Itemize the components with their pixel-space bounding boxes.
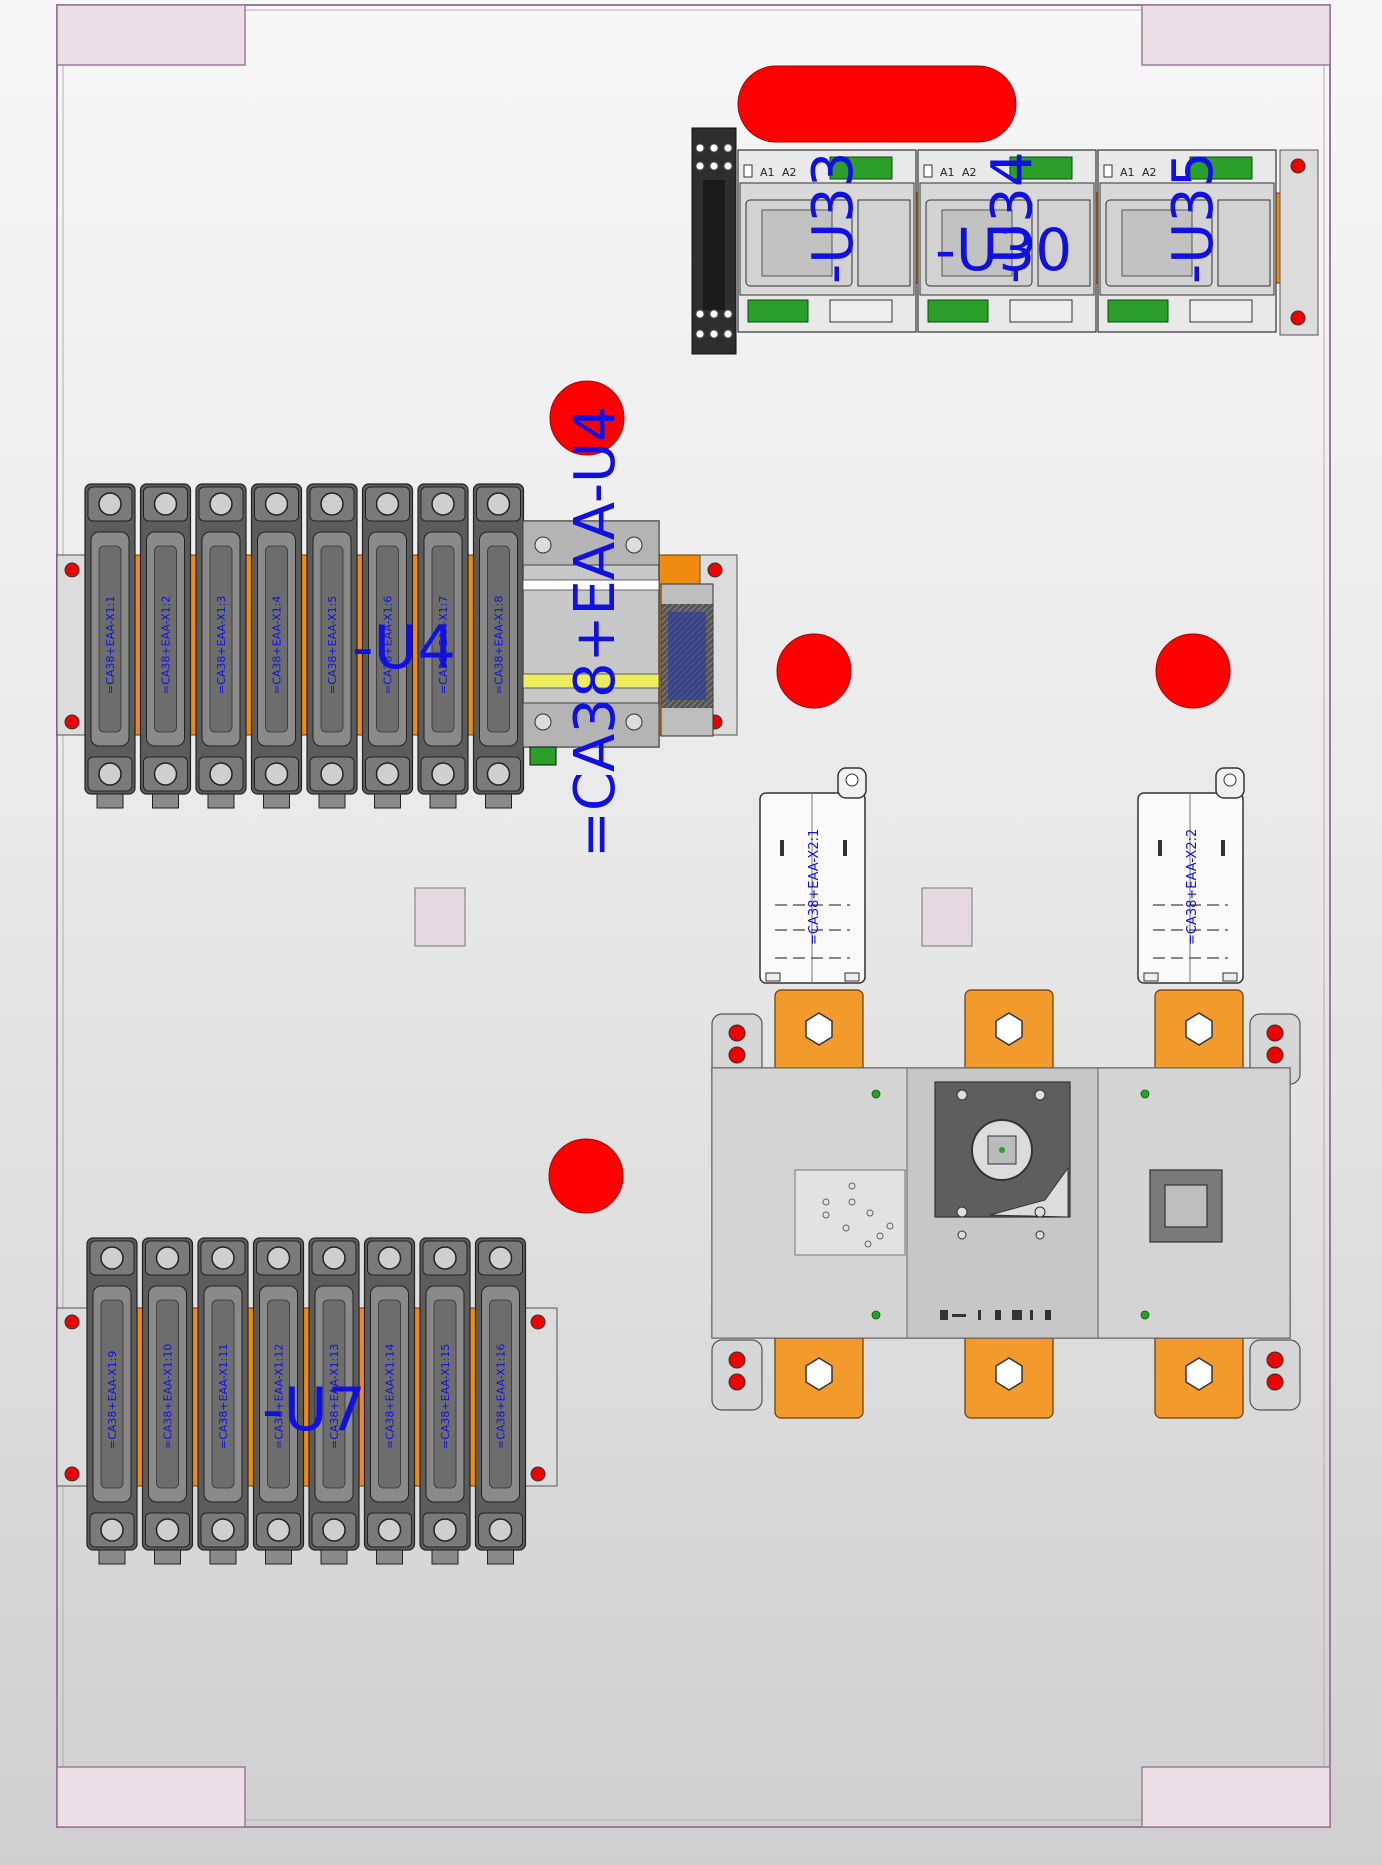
fuse-group-u4: =CA38+EAA-X1:1 =CA38+EAA-X1:2 =CA38+EAA-X1… <box>56 406 738 858</box>
red-marker-oval <box>737 65 1017 143</box>
red-markers <box>548 65 1231 1214</box>
mounting-plate <box>56 4 1331 1828</box>
group-label-u7: -U7 <box>262 1375 366 1445</box>
fuse-holder: =CA38+EAA-X1:16 <box>474 1237 527 1565</box>
relay-terminal-a2: A2 <box>962 166 977 179</box>
relay-terminal-a2: A2 <box>1142 166 1157 179</box>
red-marker-dot <box>776 633 852 709</box>
fuse-holder: =CA38+EAA-X1:15 <box>419 1237 471 1565</box>
fuse-label: =CA38+EAA-X1:7 <box>437 596 450 694</box>
red-marker-dot <box>549 380 625 456</box>
fuse-label: =CA38+EAA-X1:16 <box>495 1344 508 1449</box>
fuse-label: =CA38+EAA-X1:9 <box>106 1351 119 1449</box>
relay-terminal-a1: A1 <box>760 166 775 179</box>
fuse-holder: =CA38+EAA-X1:9 <box>86 1237 138 1565</box>
corner-mount-top-left <box>56 4 246 66</box>
fuse-holder: =CA38+EAA-X1:6 <box>361 483 414 809</box>
fuse-label: =CA38+EAA-X1:1 <box>104 596 117 694</box>
corner-mount-top-right <box>1141 4 1331 66</box>
relay-module: A1 A2 <box>737 149 917 333</box>
fuse-holder: =CA38+EAA-X1:10 <box>141 1237 194 1565</box>
fuse-label: =CA38+EAA-X1:5 <box>326 596 339 694</box>
fuse-label: =CA38+EAA-X1:12 <box>273 1344 286 1449</box>
fuse-holder: =CA38+EAA-X1:7 <box>417 483 469 809</box>
cutout-right <box>921 887 973 947</box>
power-supply-module <box>522 520 660 766</box>
corner-mount-bottom-left <box>56 1766 246 1828</box>
relay-module: A1 A2 <box>1097 149 1277 333</box>
fuse-label: =CA38+EAA-X1:13 <box>328 1344 341 1449</box>
relay-label-u34: -U34 <box>980 152 1045 284</box>
fuse-holder: =CA38+EAA-X1:13 <box>308 1237 360 1565</box>
cutout-left <box>414 887 466 947</box>
relay-label-u33: -U33 <box>801 152 866 284</box>
fuse-label: =CA38+EAA-X1:3 <box>215 596 228 694</box>
fuse-holder: =CA38+EAA-X1:12 <box>252 1237 305 1565</box>
aux-contact-x2-2: =CA38+EAA-X2:2 <box>1137 767 1245 984</box>
group-label-u4: -U4 <box>352 613 456 683</box>
relay-terminal-a1: A1 <box>940 166 955 179</box>
relay-label-u30: -U30 <box>935 216 1072 284</box>
relay-module: A1 A2 <box>917 149 1097 333</box>
fuse-label: =CA38+EAA-X1:10 <box>162 1344 175 1449</box>
fuse-label: =CA38+EAA-X1:4 <box>271 596 284 694</box>
main-disconnect-switch <box>711 989 1301 1419</box>
aux-contact-label: =CA38+EAA-X2:2 <box>1185 829 1200 945</box>
relay-assembly-top: A1 A2 A1 A2 A1 A2 -U33 -U34 -U35 -U30 <box>691 127 1319 355</box>
red-marker-dot <box>548 1138 624 1214</box>
fuse-label: =CA38+EAA-X1:2 <box>160 596 173 694</box>
module-label-u4: =CA38+EAA-U4 <box>563 406 628 858</box>
relay-terminal-a2: A2 <box>782 166 797 179</box>
fuse-holder: =CA38+EAA-X1:4 <box>250 483 303 809</box>
fuse-label: =CA38+EAA-X1:6 <box>382 596 395 694</box>
relay-terminal-a1: A1 <box>1120 166 1135 179</box>
fuse-group-u7: =CA38+EAA-X1:9 =CA38+EAA-X1:10 =CA38+EAA-X… <box>56 1237 558 1565</box>
red-marker-dot <box>1155 633 1231 709</box>
fuse-holder: =CA38+EAA-X1:3 <box>195 483 247 809</box>
fuse-holder: =CA38+EAA-X1:5 <box>306 483 358 809</box>
fuse-holder: =CA38+EAA-X1:1 <box>84 483 136 809</box>
relay-label-u35: -U35 <box>1161 152 1226 284</box>
fuse-holder: =CA38+EAA-X1:14 <box>363 1237 416 1565</box>
small-terminal-blocks <box>660 583 714 737</box>
fuse-holder: =CA38+EAA-X1:2 <box>139 483 192 809</box>
fuse-label: =CA38+EAA-X1:11 <box>217 1344 230 1449</box>
fuse-label: =CA38+EAA-X1:14 <box>384 1344 397 1449</box>
corner-mount-bottom-right <box>1141 1766 1331 1828</box>
fuse-label: =CA38+EAA-X1:8 <box>493 596 506 694</box>
fuse-holder: =CA38+EAA-X1:11 <box>197 1237 249 1565</box>
fuse-holder: =CA38+EAA-X1:8 <box>472 483 525 809</box>
aux-contact-label: =CA38+EAA-X2:1 <box>807 829 822 945</box>
fuse-label: =CA38+EAA-X1:15 <box>439 1344 452 1449</box>
aux-contact-x2-1: =CA38+EAA-X2:1 <box>759 767 867 984</box>
